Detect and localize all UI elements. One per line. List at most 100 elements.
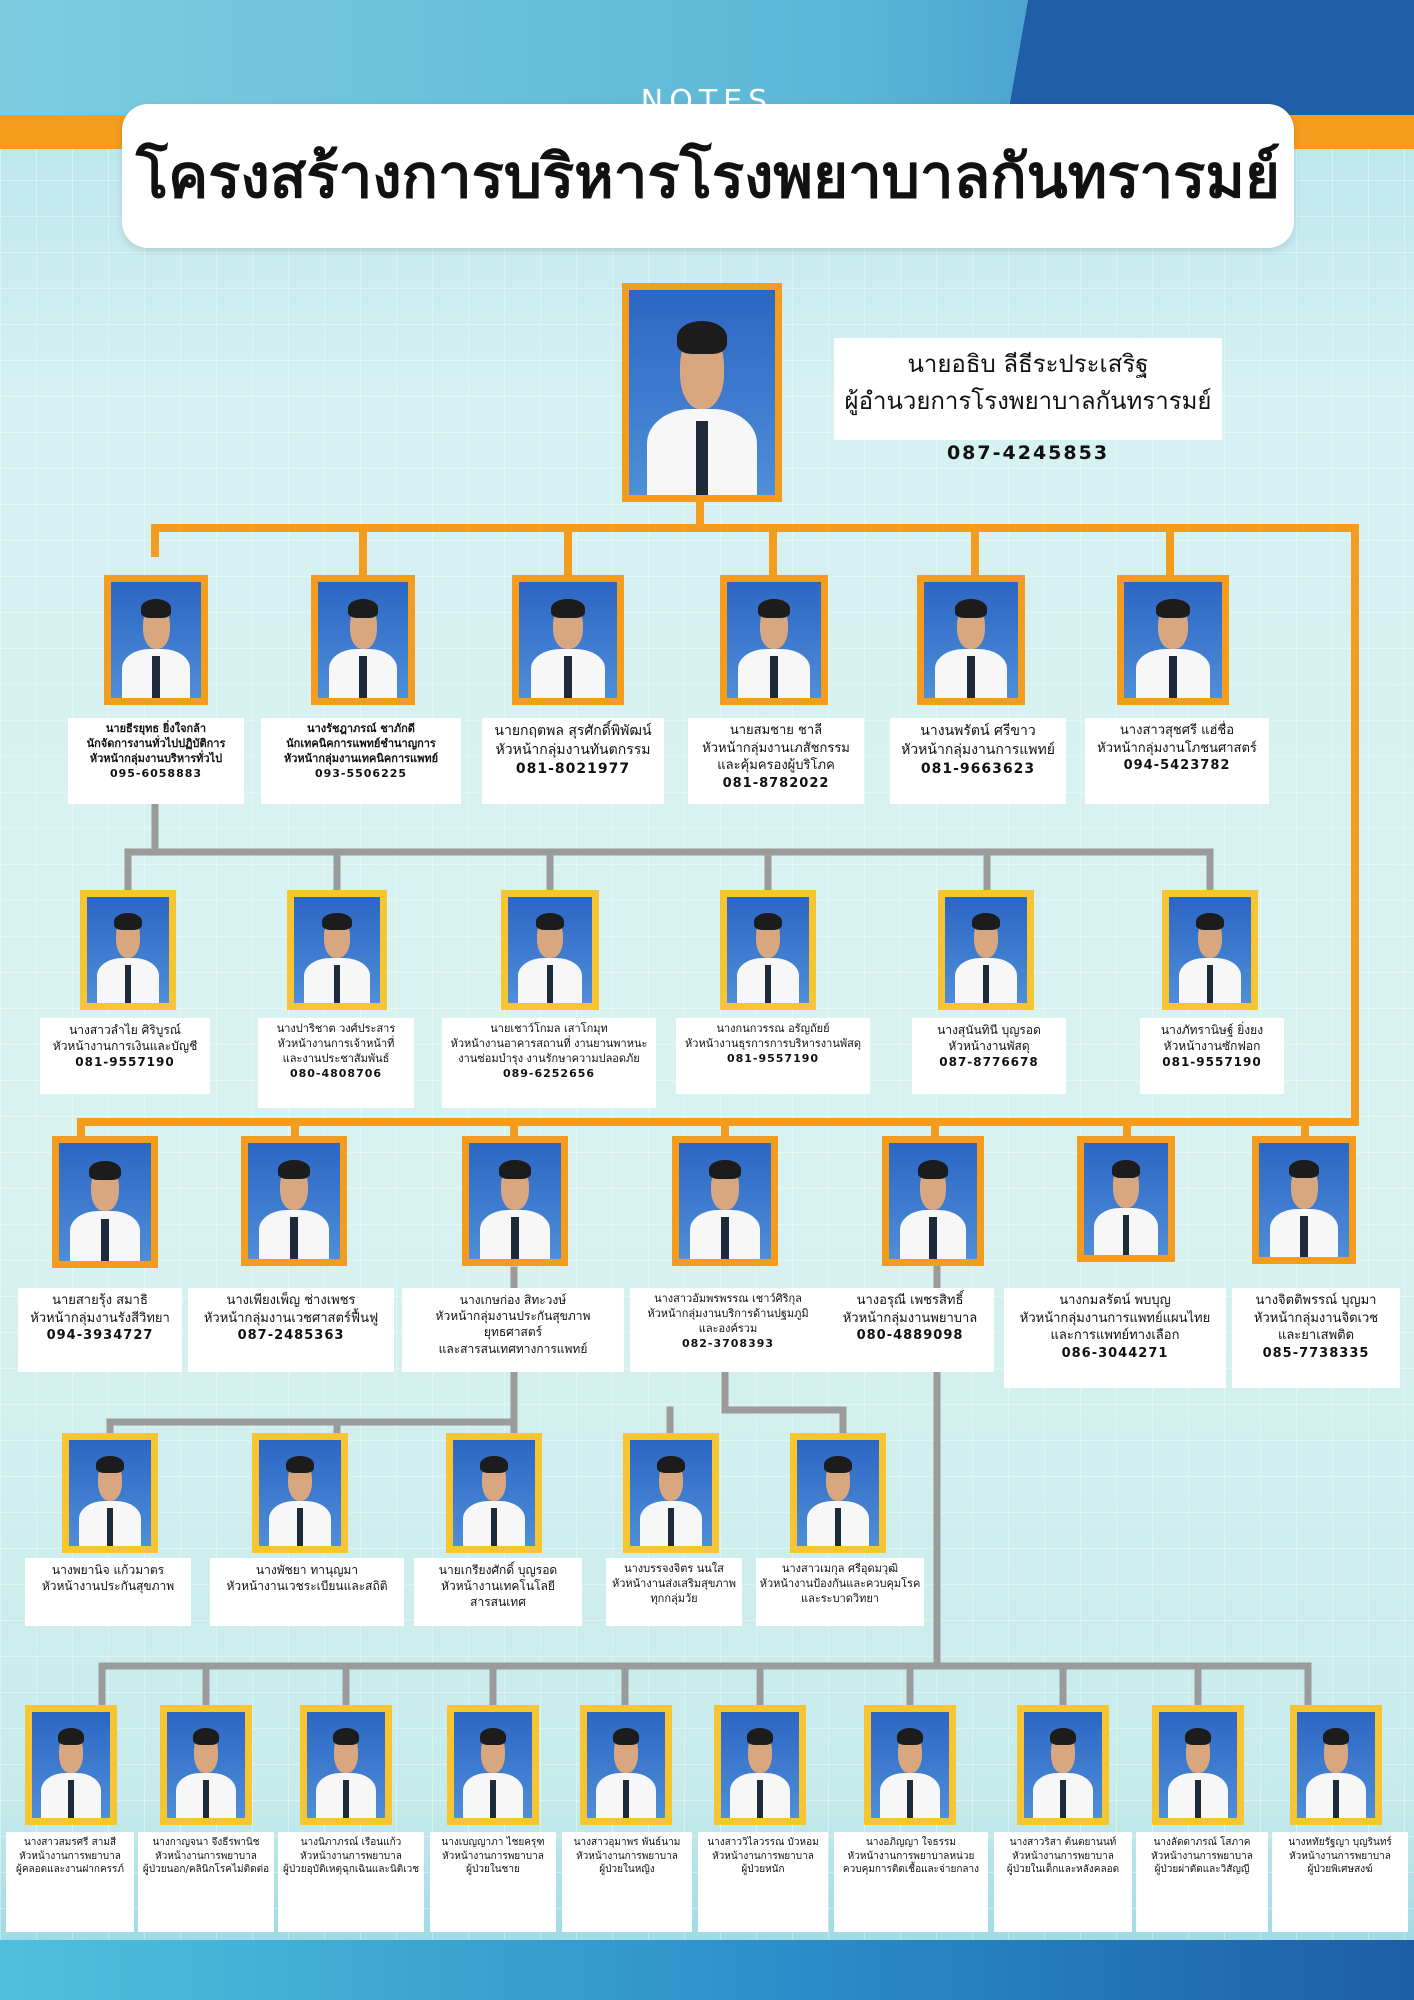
person-phone: 087-8776678 bbox=[939, 1055, 1039, 1070]
person-name: นายสายรุ้ง สมาธิ bbox=[52, 1293, 148, 1308]
person-position: นักเทคนิคการแพทย์ชำนาญการ bbox=[286, 736, 436, 750]
person-name: นางสาวอุมาพร พันธ์นาม bbox=[573, 1837, 681, 1848]
person-photo bbox=[160, 1705, 252, 1825]
person-phone: 080-4889098 bbox=[856, 1328, 964, 1344]
person-photo bbox=[1077, 1136, 1175, 1262]
person-phone: 087-2485363 bbox=[237, 1328, 345, 1344]
person-position-2: ควบคุมการติดเชื้อและจ่ายกลาง bbox=[842, 1864, 980, 1875]
person-photo bbox=[300, 1705, 392, 1825]
person-position: หัวหน้างานเทคโนโลยีสารสนเทศ bbox=[441, 1579, 555, 1610]
person-position: หัวหน้ากลุ่มงานทันตกรรม bbox=[495, 741, 651, 758]
person-photo bbox=[1252, 1136, 1356, 1264]
connector-orange-main bbox=[151, 524, 1359, 1126]
person-position: หัวหน้างานการเงินและบัญชี bbox=[52, 1039, 198, 1054]
person-phone: 082-3708393 bbox=[681, 1336, 775, 1350]
person-name: นางหทัยรัฐญา บุญรินทร์ bbox=[1288, 1837, 1392, 1848]
person-phone: 085-7738335 bbox=[1262, 1345, 1370, 1361]
person-position: หัวหน้ากลุ่มงานเภสัชกรรม bbox=[702, 740, 850, 756]
person-label: นางพยานิจ แก้วมาตร หัวหน้างานประกันสุขภา… bbox=[25, 1558, 191, 1626]
person-name: นางปาริชาต วงศ์ประสาร bbox=[276, 1022, 396, 1035]
director-photo bbox=[622, 283, 782, 502]
person-phone: 095-6058883 bbox=[109, 766, 203, 780]
person-label: นายเกรียงศักดิ์ บุญรอด หัวหน้างานเทคโนโล… bbox=[414, 1558, 582, 1626]
director-phone: 087-4245853 bbox=[946, 442, 1110, 464]
person-position-2: ผู้คลอดและงานฝากครรภ์ bbox=[15, 1864, 124, 1875]
person-label: นางอภิญญา ใจธรรม หัวหน้างานการพยาบาลหน่ว… bbox=[834, 1832, 988, 1932]
person-label: นางกาญจนา จึงธีรพานิช หัวหน้างานการพยาบา… bbox=[138, 1832, 274, 1932]
person-label: นางภัทรานิษฐ์ ยิ่งยง หัวหน้างานซักฟอก 08… bbox=[1140, 1018, 1284, 1094]
connector-grey-row2-bar bbox=[124, 801, 1214, 856]
person-name: นายเกรียงศักดิ์ บุญรอด bbox=[438, 1563, 558, 1577]
person-photo bbox=[938, 890, 1034, 1010]
person-name: นางอรุณี เพชรสิทธิ์ bbox=[856, 1293, 964, 1308]
person-name: นายเชาว์โกมล เสาโกมุท bbox=[490, 1022, 608, 1035]
person-photo bbox=[720, 890, 816, 1010]
person-name: นางสาวริสา ต้นตยานนท์ bbox=[1009, 1837, 1117, 1848]
person-photo bbox=[917, 575, 1025, 705]
person-position-2: ผู้ป่วยในหญิง bbox=[599, 1864, 655, 1875]
person-position-2: งานซ่อมบำรุง งานรักษาความปลอดภัย bbox=[458, 1051, 640, 1065]
person-label: นางสาวสุชศรี แฮ่ชื่อ หัวหน้ากลุ่มงานโภชน… bbox=[1085, 718, 1269, 804]
person-label: นางสาวอุมาพร พันธ์นาม หัวหน้างานการพยาบา… bbox=[562, 1832, 692, 1932]
person-photo bbox=[714, 1705, 806, 1825]
person-label: นางจิตติพรรณ์ บุญมา หัวหน้ากลุ่มงานจิตเว… bbox=[1232, 1288, 1400, 1388]
person-photo bbox=[512, 575, 624, 705]
person-photo bbox=[62, 1433, 158, 1553]
person-phone: 081-9557190 bbox=[726, 1051, 820, 1065]
person-phone: 094-3934727 bbox=[46, 1328, 154, 1344]
person-label: นายกฤตพล สุรศักดิ์พิพัฒน์ หัวหน้ากลุ่มงา… bbox=[482, 718, 664, 804]
person-photo bbox=[623, 1433, 719, 1553]
person-name: นายกฤตพล สุรศักดิ์พิพัฒน์ bbox=[494, 723, 652, 739]
page-title: โครงสร้างการบริหารโรงพยาบาลกันทรารมย์ bbox=[135, 141, 1281, 212]
person-position-2: ผู้ป่วยอุบัติเหตุฉุกเฉินและนิติเวช bbox=[282, 1864, 420, 1875]
person-label: นางปาริชาต วงศ์ประสาร หัวหน้างานการเจ้าห… bbox=[258, 1018, 414, 1108]
person-photo bbox=[25, 1705, 117, 1825]
person-position: หัวหน้างานการพยาบาล bbox=[300, 1850, 402, 1862]
person-name: นางเกษก่อง สิทะวงษ์ bbox=[459, 1293, 567, 1307]
person-photo bbox=[241, 1136, 347, 1266]
person-position: หัวหน้างานพัสดุ bbox=[948, 1039, 1030, 1054]
person-position-2: และการแพทย์ทางเลือก bbox=[1050, 1328, 1180, 1344]
person-label: นางบรรจงจิตร นนใส หัวหน้างานส่งเสริมสุขภ… bbox=[606, 1558, 742, 1626]
person-position: หัวหน้ากลุ่มงานการแพทย์แผนไทย bbox=[1019, 1310, 1211, 1326]
header-dark-band bbox=[854, 0, 1414, 115]
person-position-2: ผู้ป่วยพิเศษสงฆ์ bbox=[1307, 1864, 1373, 1875]
person-position: หัวหน้างานป้องกันและควบคุมโรค bbox=[759, 1576, 921, 1590]
person-photo bbox=[52, 1136, 158, 1268]
person-photo bbox=[252, 1433, 348, 1553]
person-label: นายเชาว์โกมล เสาโกมุท หัวหน้างานอาคารสถา… bbox=[442, 1018, 656, 1108]
person-label: นายสายรุ้ง สมาธิ หัวหน้ากลุ่มงานรังสีวิท… bbox=[18, 1288, 182, 1372]
person-position-2: และคุ้มครองผู้บริโภค bbox=[717, 758, 835, 774]
person-position: หัวหน้ากลุ่มงานจิตเวช bbox=[1253, 1310, 1379, 1326]
person-label: นางสาวริสา ต้นตยานนท์ หัวหน้างานการพยาบา… bbox=[994, 1832, 1132, 1932]
person-photo bbox=[790, 1433, 886, 1553]
connector-row1-drops bbox=[359, 524, 1174, 579]
person-name: นางสุนันทินี บุญรอด bbox=[937, 1023, 1041, 1037]
person-phone: 081-9557190 bbox=[75, 1055, 175, 1070]
person-position: หัวหน้ากลุ่มงานการแพทย์ bbox=[901, 741, 1055, 758]
person-phone: 086-3044271 bbox=[1061, 1345, 1169, 1361]
person-phone: 080-4808706 bbox=[289, 1066, 383, 1080]
connector-row3-drops bbox=[291, 1118, 1309, 1142]
person-position: หัวหน้างานอาคารสถานที่ งานยานพาหนะ bbox=[450, 1036, 648, 1050]
person-position: หัวหน้างานเวชระเบียนและสถิติ bbox=[226, 1579, 388, 1594]
person-position-2: ผู้ป่วยนอก/คลินิกโรคไม่ติดต่อ bbox=[142, 1864, 270, 1875]
person-name: นางกมลรัตน์ พบบุญ bbox=[1059, 1293, 1171, 1308]
person-position: หัวหน้างานการพยาบาลหน่วย bbox=[847, 1850, 975, 1862]
person-name: นางสาววิไลวรรณ บัวหอม bbox=[707, 1837, 819, 1848]
person-photo bbox=[446, 1433, 542, 1553]
person-position-2: ผู้ป่วยผ่าตัดและวิสัญญี bbox=[1154, 1864, 1250, 1875]
person-position: หัวหน้ากลุ่มงานประกันสุขภาพ ยุทธศาสตร์ bbox=[435, 1309, 591, 1340]
person-position: หัวหน้างานการพยาบาล bbox=[1151, 1850, 1253, 1862]
person-photo bbox=[311, 575, 415, 705]
person-label: นางเพียงเพ็ญ ช่างเพชร หัวหน้ากลุ่มงานเวช… bbox=[188, 1288, 394, 1372]
person-position: หัวหน้างานการพยาบาล bbox=[1012, 1850, 1114, 1862]
person-label: นายธีรยุทธ ยิ่งใจกล้า นักจัดการงานทั่วไป… bbox=[68, 718, 244, 804]
person-label: นางนิภาภรณ์ เรือนแก้ว หัวหน้างานการพยาบา… bbox=[278, 1832, 424, 1932]
person-position-2: ผู้ป่วยในชาย bbox=[466, 1864, 520, 1875]
director-label: นายอธิบ ลีธีระประเสริฐ ผู้อำนวยการโรงพยา… bbox=[834, 338, 1222, 440]
person-label: นางสุนันทินี บุญรอด หัวหน้างานพัสดุ 087-… bbox=[912, 1018, 1066, 1094]
person-phone: 089-6252656 bbox=[502, 1066, 596, 1080]
person-position: หัวหน้ากลุ่มงานโภชนศาสตร์ bbox=[1097, 740, 1257, 756]
